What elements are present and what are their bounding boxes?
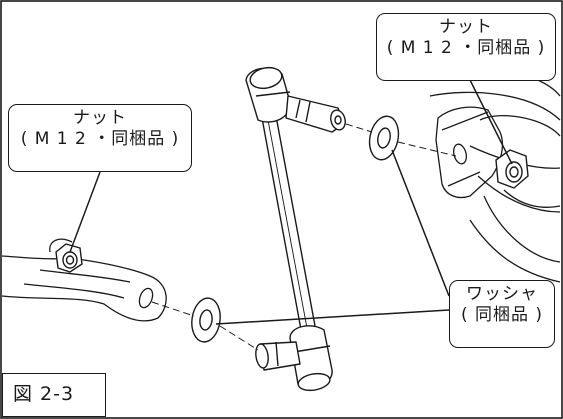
stabilizer-bar xyxy=(1,238,167,322)
washer-upper-shape xyxy=(368,115,400,161)
leader-lines xyxy=(69,79,513,325)
callout-nut-right-title: ナット xyxy=(439,17,493,37)
steering-knuckle xyxy=(419,66,561,283)
callout-nut-right: ナット ( M 1 2 ・同梱品 ) xyxy=(376,13,556,81)
figure-label: 図 2-3 xyxy=(2,373,106,417)
nut-right-shape xyxy=(495,149,529,189)
callout-washer-spec: ( 同梱品 ) xyxy=(460,305,544,325)
callout-nut-left-title: ナット xyxy=(73,108,127,128)
callout-nut-left: ナット ( M 1 2 ・同梱品 ) xyxy=(8,104,192,172)
callout-washer: ワッシャ ( 同梱品 ) xyxy=(449,280,555,348)
callout-nut-right-spec: ( M 1 2 ・同梱品 ) xyxy=(386,38,546,58)
nut-left-shape xyxy=(55,243,83,273)
stabilizer-link xyxy=(245,66,346,392)
assembly-axis-lines xyxy=(151,123,457,351)
washer-lower-shape xyxy=(191,297,221,343)
callout-washer-title: ワッシャ xyxy=(466,284,538,304)
callout-nut-left-spec: ( M 1 2 ・同梱品 ) xyxy=(20,129,180,149)
